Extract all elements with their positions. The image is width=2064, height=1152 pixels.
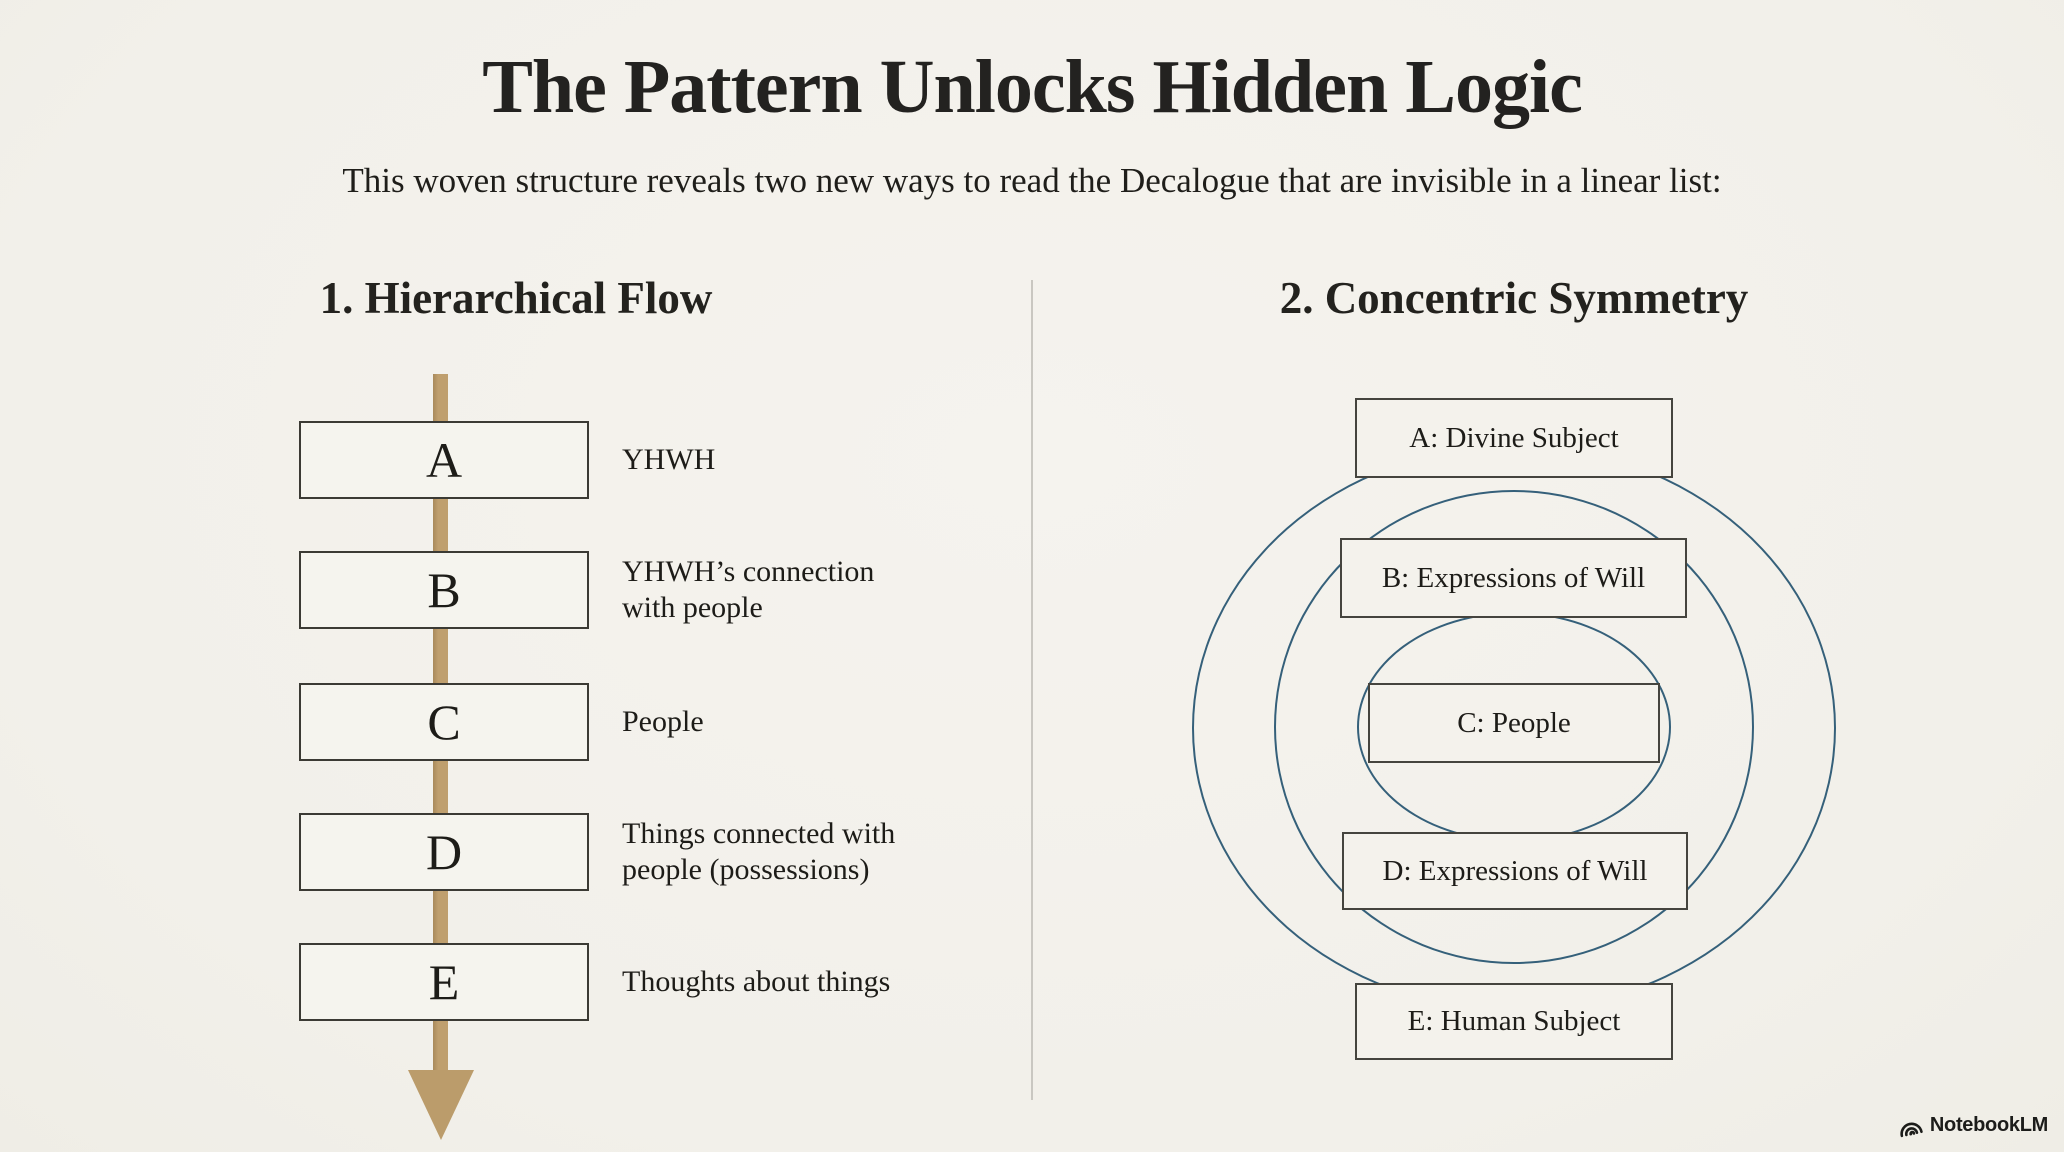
notebooklm-logo: NotebookLM (1897, 1114, 2048, 1137)
notebooklm-logo-icon (1897, 1115, 1923, 1137)
flow-box-c-letter: C (427, 694, 461, 750)
flow-box-d-letter: D (425, 824, 463, 880)
flow-box-e-letter: E (428, 954, 460, 1010)
middle-ring-circle (1274, 490, 1754, 964)
flow-box-e: E (299, 943, 589, 1021)
flow-box-b-letter: B (427, 562, 461, 618)
notebooklm-logo-text: NotebookLM (1929, 1114, 2048, 1136)
ring-box-d: D: Expressions of Will (1342, 832, 1688, 910)
flow-label-d: Things connected with people (possession… (622, 817, 896, 886)
down-arrow-head-icon (408, 1070, 474, 1140)
page-subtitle: This woven structure reveals two new way… (342, 161, 1722, 200)
ring-box-a: A: Divine Subject (1355, 398, 1673, 478)
ring-box-e: E: Human Subject (1355, 983, 1673, 1060)
section-divider (1031, 280, 1033, 1100)
flow-label-c: People (622, 705, 704, 738)
flow-box-a: A (299, 421, 589, 499)
flow-box-c: C (299, 683, 589, 761)
flow-label-e: Thoughts about things (622, 965, 891, 998)
page-title: The Pattern Unlocks Hidden Logic (482, 45, 1583, 129)
ring-box-b: B: Expressions of Will (1340, 538, 1687, 618)
ring-box-c: C: People (1368, 683, 1660, 763)
flow-box-a-letter: A (425, 432, 463, 488)
flow-box-b: B (299, 551, 589, 629)
hierarchical-flow-heading: 1. Hierarchical Flow (319, 273, 713, 323)
flow-label-a: YHWH (622, 443, 716, 476)
flow-label-b: YHWH’s connection with people (622, 555, 875, 624)
flow-box-d: D (299, 813, 589, 891)
concentric-symmetry-heading: 2. Concentric Symmetry (1279, 273, 1749, 323)
